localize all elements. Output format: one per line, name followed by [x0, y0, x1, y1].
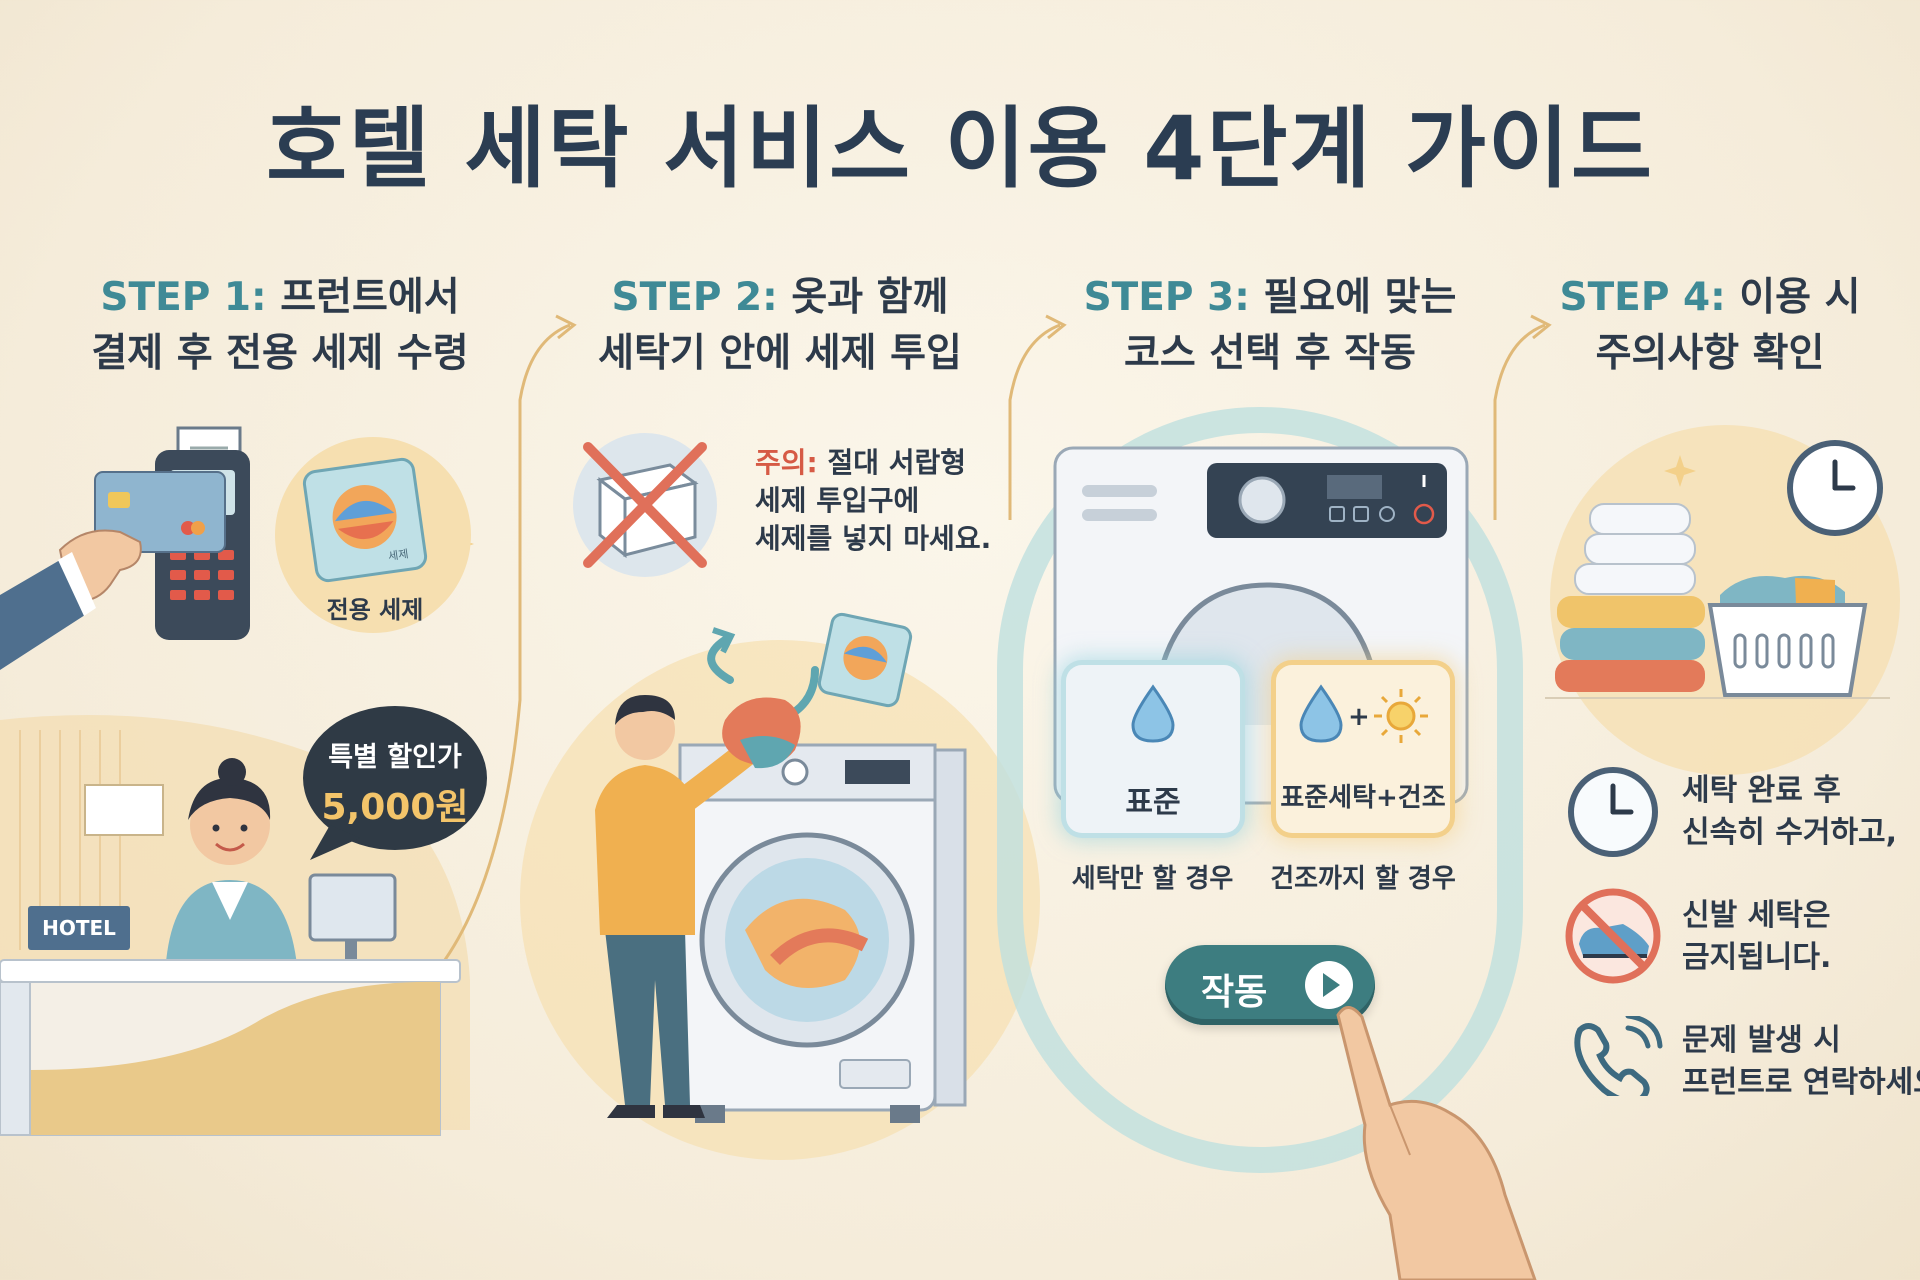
step4-label: STEP 4: — [1559, 275, 1726, 320]
connector-2-3 — [1008, 323, 1061, 520]
page-title: 호텔 세탁 서비스 이용 4단계 가이드 — [266, 97, 1654, 200]
step2-heading: STEP 2: 옷과 함께 세탁기 안에 세제 투입 — [540, 270, 1020, 382]
course-dry-card[interactable]: + 표준세탁+건조 — [1276, 665, 1450, 833]
no-drawer-detergent-icon — [573, 433, 717, 577]
wall-frame — [84, 784, 164, 836]
towels-basket-illustration — [1545, 503, 1890, 699]
desk-monitor — [308, 873, 397, 942]
step3-heading: STEP 3: 필요에 맞는 코스 선택 후 작동 — [1030, 270, 1510, 382]
sparkle — [1664, 455, 1696, 487]
packet-text: 세제 — [387, 547, 409, 563]
man-torso — [595, 765, 695, 935]
hotel-sign-plate — [28, 906, 130, 950]
rule-pickup-line2: 신속히 수거하고, — [1682, 815, 1898, 850]
warning-line2: 세제 투입구에 — [755, 484, 920, 517]
step3-label: STEP 3: — [1083, 275, 1250, 320]
step4-heading: STEP 4: 이용 시 주의사항 확인 — [1520, 270, 1900, 382]
course-standard-label: 표준 — [1125, 785, 1181, 820]
step2-line1: 옷과 함께 — [791, 275, 949, 320]
card-payment-illustration — [0, 426, 250, 670]
course-dry-caption: 건조까지 할 경우 — [1270, 864, 1456, 894]
wall-clock-icon — [1787, 440, 1883, 536]
course-standard-caption: 세탁만 할 경우 — [1071, 864, 1234, 894]
start-button[interactable]: 작동 — [1165, 945, 1375, 1025]
rule-pickup-line1: 세탁 완료 후 — [1682, 773, 1841, 808]
connector-arrow-1 — [555, 314, 577, 340]
step3-line1: 필요에 맞는 — [1263, 275, 1457, 320]
loading-washer-illustration — [595, 612, 967, 1123]
toss-arrow — [707, 636, 734, 684]
svg-text:+: + — [1348, 702, 1370, 732]
hotel-front-desk-illustration — [0, 730, 461, 1136]
receptionist-head — [190, 785, 270, 865]
rule-shoes-line1: 신발 세탁은 — [1682, 898, 1831, 933]
step3-line2: 코스 선택 후 작동 — [1124, 331, 1416, 376]
rule-contact-line2: 프런트로 연락하세요 — [1682, 1065, 1920, 1100]
water-drop-sun-icon: + — [1299, 684, 1428, 743]
step4-line1: 이용 시 — [1739, 275, 1861, 320]
hotel-sign: HOTEL — [42, 916, 116, 940]
step3-ring — [997, 407, 1523, 1173]
warning-line3: 세제를 넣지 마세요. — [755, 522, 992, 555]
man-head — [615, 700, 675, 760]
towel — [1560, 628, 1705, 660]
step2-line2: 세탁기 안에 세제 투입 — [598, 331, 962, 376]
power-icon — [1413, 503, 1435, 525]
control-dial — [1238, 476, 1286, 524]
connector-1-2 — [409, 323, 571, 1002]
start-button-label: 작동 — [1201, 972, 1268, 1013]
step1-line1: 프런트에서 — [280, 275, 460, 320]
rule-contact-line1: 문제 발생 시 — [1682, 1023, 1841, 1058]
step1-heading: STEP 1: 프런트에서 결제 후 전용 세제 수령 — [40, 270, 520, 382]
towel — [1574, 563, 1696, 595]
connector-arrow-2 — [1045, 314, 1067, 340]
pointing-hand-illustration — [1336, 1006, 1537, 1280]
no-shoes-icon — [1565, 888, 1661, 984]
warning-line1: 절대 서랍형 — [827, 446, 967, 479]
man-legs — [605, 930, 690, 1105]
discount-price: 5,000원 — [321, 787, 469, 828]
discount-label: 특별 할인가 — [328, 742, 462, 773]
rule-shoes-line2: 금지됩니다. — [1682, 940, 1832, 975]
discount-bubble: 특별 할인가 5,000원 — [295, 735, 495, 830]
rule-item-pickup: 세탁 완료 후 신속히 수거하고, — [1682, 770, 1897, 854]
water-drop-icon — [1131, 684, 1175, 743]
discount-bubble-shape — [303, 706, 487, 860]
course-dry-label: 표준세탁+건조 — [1280, 783, 1446, 813]
detergent-packet-illustration: 세제 — [275, 437, 471, 633]
warning-label: 주의: — [755, 446, 818, 479]
towel — [1557, 596, 1705, 628]
receptionist-body — [165, 880, 298, 975]
connector-3-4 — [1493, 323, 1546, 520]
phone-icon — [1574, 1016, 1663, 1096]
towel — [1584, 533, 1696, 565]
step4-line2: 주의사항 확인 — [1595, 331, 1825, 376]
suit-sleeve — [0, 560, 85, 670]
step1-line2: 결제 후 전용 세제 수령 — [91, 331, 469, 376]
desk-top — [0, 959, 461, 983]
towel — [1555, 660, 1705, 692]
course-standard-card[interactable]: 표준 — [1066, 665, 1240, 833]
detergent-caption: 전용 세제 — [326, 596, 424, 624]
towel — [1589, 503, 1691, 535]
clock-icon — [1568, 767, 1658, 857]
rule-item-contact: 문제 발생 시 프런트로 연락하세요 — [1682, 1020, 1920, 1104]
step2-label: STEP 2: — [611, 275, 778, 320]
play-icon — [1305, 961, 1353, 1009]
rule-item-shoes: 신발 세탁은 금지됩니다. — [1682, 895, 1831, 979]
connector-arrow-3 — [1530, 314, 1552, 340]
step1-label: STEP 1: — [100, 275, 267, 320]
drawer-warning: 주의: 절대 서랍형 세제 투입구에 세제를 넣지 마세요. — [755, 444, 1015, 558]
